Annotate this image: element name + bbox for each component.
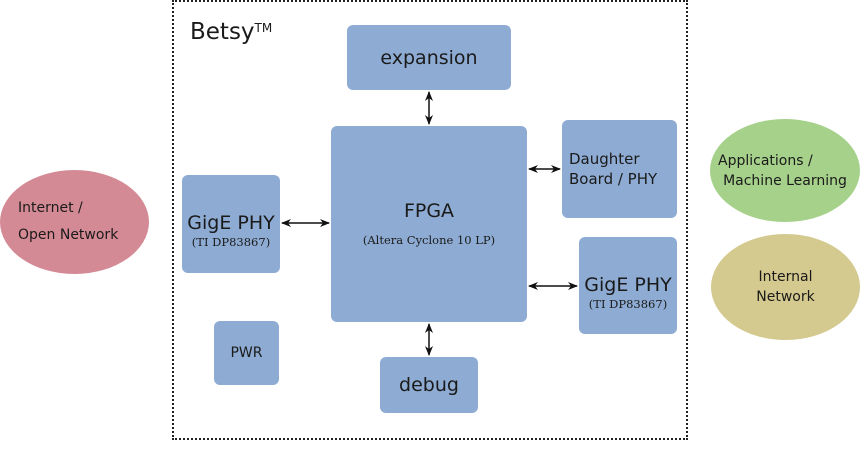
- fpga-label: FPGA: [403, 200, 455, 222]
- expansion-label: expansion: [380, 46, 478, 69]
- gige-phy-right-label: GigE PHY: [584, 273, 672, 296]
- pwr-label: PWR: [230, 345, 263, 361]
- gige-phy-left-block: GigE PHY (TI DP83867): [182, 175, 280, 273]
- board-title-text: Betsy: [190, 19, 255, 45]
- applications-label-line2: Machine Learning: [723, 172, 847, 189]
- trademark-mark: TM: [254, 21, 273, 35]
- internet-open-network-node: Internet / Open Network: [0, 170, 149, 274]
- fpga-block: FPGA (Altera Cyclone 10 LP): [331, 126, 527, 322]
- debug-label: debug: [399, 374, 459, 396]
- internet-label-line2: Open Network: [18, 227, 119, 243]
- gige-phy-right-sublabel: (TI DP83867): [588, 296, 668, 311]
- internet-label-line1: Internet /: [18, 200, 83, 216]
- expansion-block: expansion: [347, 25, 511, 90]
- applications-label-line1: Applications /: [718, 152, 813, 169]
- betsy-board-boundary: [172, 0, 688, 440]
- fpga-sublabel: (Altera Cyclone 10 LP): [362, 233, 496, 247]
- applications-machine-learning-node: Applications / Machine Learning: [710, 119, 860, 222]
- daughter-board-phy-block: Daughter Board / PHY: [562, 120, 677, 218]
- board-title: BetsyTM: [190, 18, 272, 46]
- gige-phy-left-sublabel: (TI DP83867): [191, 235, 271, 249]
- debug-block: debug: [380, 357, 478, 413]
- pwr-block: PWR: [214, 321, 279, 385]
- internal-label-line1: Internal: [758, 269, 813, 285]
- daughter-label-line2: Board / PHY: [569, 170, 658, 188]
- daughter-label-line1: Daughter: [569, 150, 640, 168]
- gige-phy-right-block: GigE PHY (TI DP83867): [579, 237, 677, 334]
- internal-label-line2: Network: [756, 289, 815, 305]
- internal-network-node: Internal Network: [711, 234, 860, 340]
- gige-phy-left-label: GigE PHY: [187, 212, 275, 234]
